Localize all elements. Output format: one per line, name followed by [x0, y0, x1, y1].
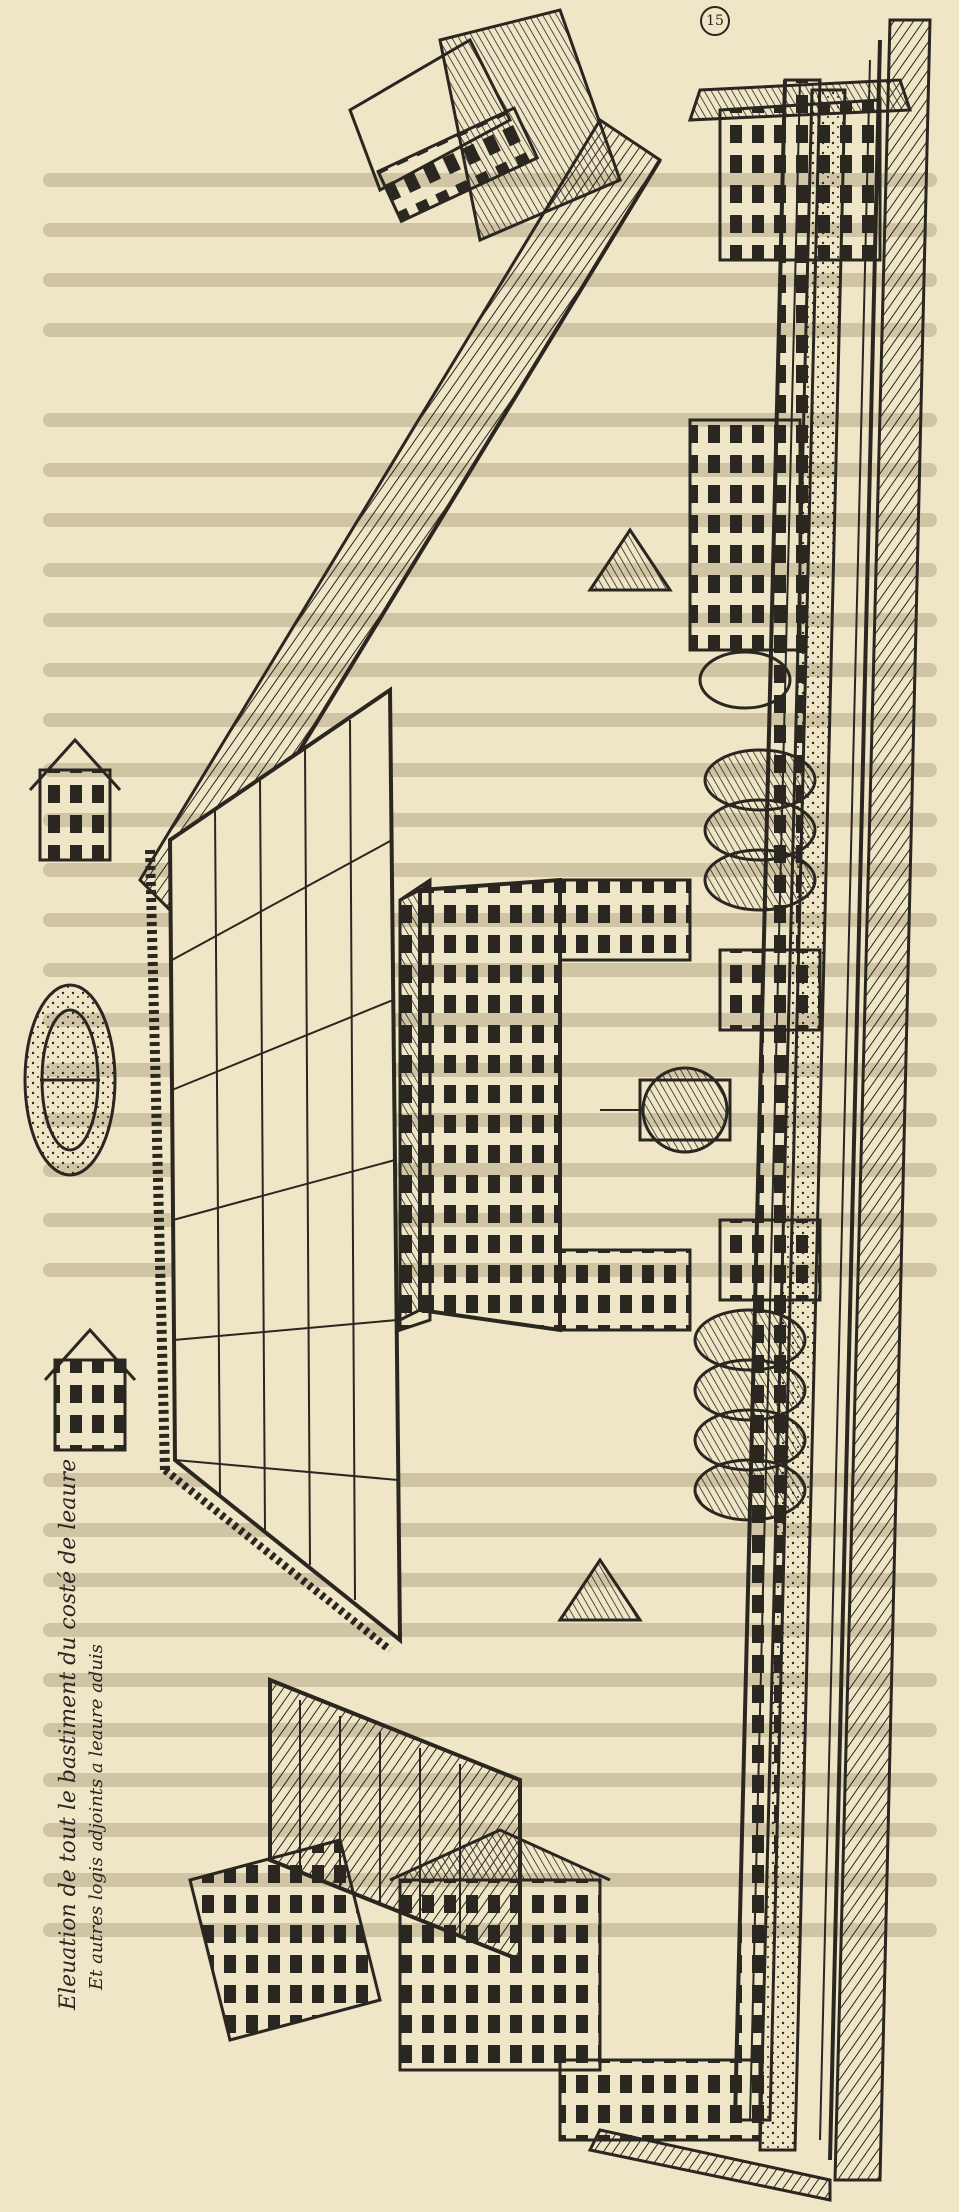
central-court-building: [418, 877, 562, 1333]
corner-pavilion-top: [718, 98, 882, 262]
cloister-gallery: [398, 877, 432, 1333]
outer-moat-wall: [833, 18, 932, 2182]
lower-corner-pavilion: [398, 1878, 602, 2072]
orangery: [688, 418, 802, 652]
left-pavilion-lower: [53, 1358, 127, 1452]
lower-road: [587, 2128, 832, 2202]
ink-drawing: [23, 8, 932, 2202]
small-fountain-upper: [587, 527, 673, 592]
left-pavilion-upper: [38, 768, 112, 862]
lower-left-wing: [188, 1838, 382, 2042]
courtyard-parterre: [167, 686, 403, 1645]
right-pavilion-middle: [718, 948, 822, 1032]
engraving-caption-line1: Eleuation de tout le bastiment du costé …: [56, 1458, 81, 2010]
parterre-grid: [171, 719, 399, 1601]
tree-row-lower: [693, 1308, 807, 1522]
tree-row-upper: [703, 748, 817, 912]
central-dome: [641, 1066, 729, 1154]
right-pavilion-lower: [718, 1218, 822, 1302]
page-number-badge: 15: [700, 6, 730, 36]
engraving-caption-line2: Et autres logis adjoints a leaure aduis: [86, 1644, 107, 1990]
hedge-border: [145, 849, 170, 1471]
small-fountain: [557, 1557, 643, 1622]
